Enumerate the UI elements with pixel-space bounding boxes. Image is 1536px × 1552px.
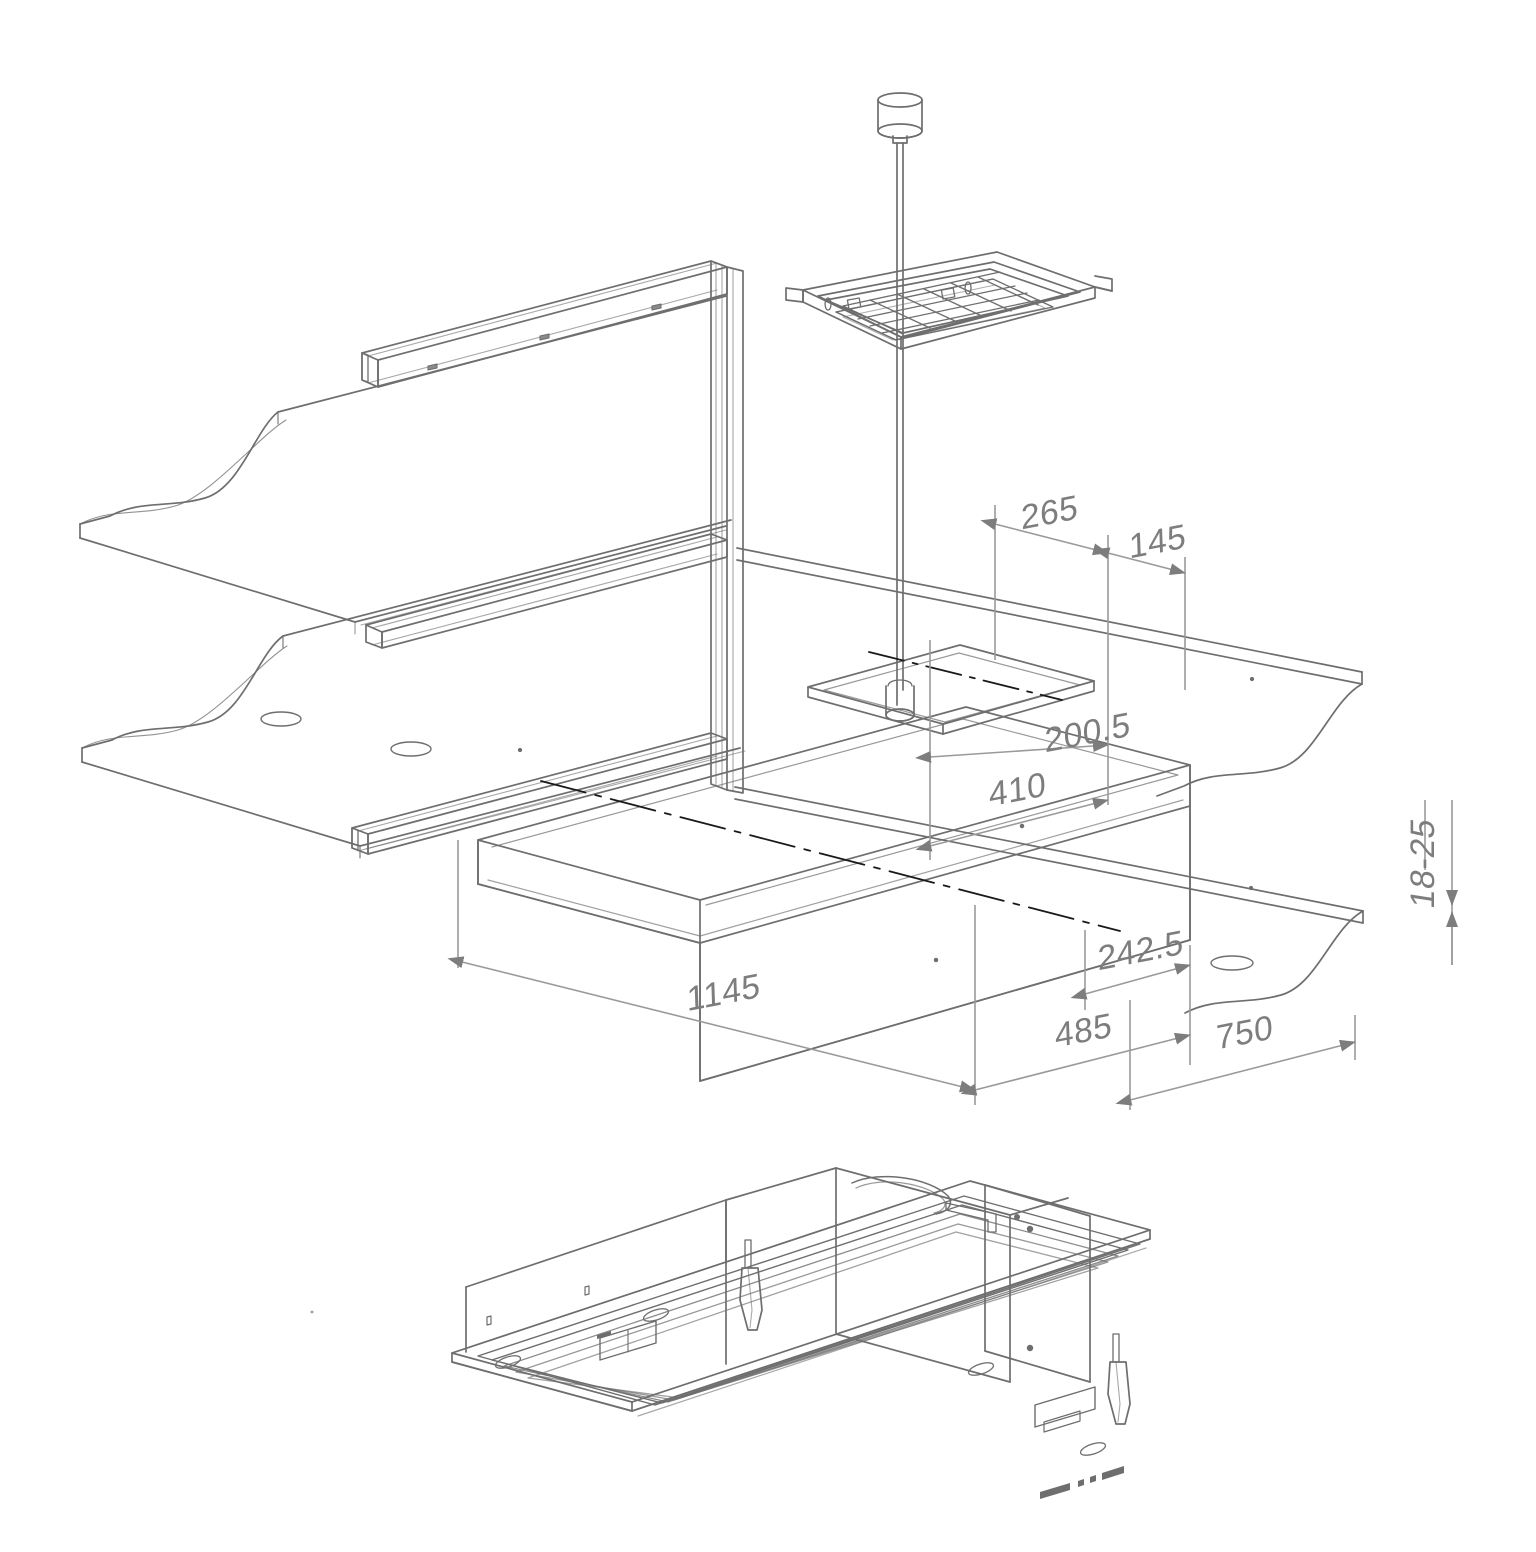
dim-265: 265 [1020, 488, 1078, 537]
duct-outlet [807, 644, 1095, 735]
view-hood-assembly [451, 1167, 1151, 1499]
junction-box [599, 1320, 1096, 1433]
dim-1145: 1145 [686, 967, 761, 1020]
dim-line-242-5 [1070, 963, 1191, 1000]
filter-grid-panel [785, 251, 1113, 350]
dim-line-200-5 [915, 740, 1109, 763]
dim-145: 145 [1128, 517, 1186, 566]
mounting-clip [739, 1239, 1131, 1425]
dim-750: 750 [1215, 1008, 1273, 1057]
dim-line-145 [1093, 547, 1186, 576]
centerline-outlet-transverse [868, 651, 1063, 701]
dimension-lines [447, 505, 1458, 1110]
upper-shelf-panel [79, 295, 727, 635]
dim-line-410 [915, 797, 1109, 852]
control-panel[interactable] [1040, 1466, 1124, 1499]
side-vent-slots [486, 1285, 590, 1326]
suspension-rod [877, 92, 923, 706]
hood-front-fascia [451, 1238, 1151, 1417]
centerline-body-longitudinal [540, 780, 1121, 932]
dim-200-5: 200.5 [1044, 705, 1131, 760]
dim-18-25: 18-25 [1404, 816, 1442, 911]
worktop-panel [734, 547, 1364, 1014]
cabinet-frame [351, 260, 744, 855]
motor-housing [465, 1167, 1091, 1383]
dim-line-265 [980, 518, 1109, 556]
dim-line-1145 [447, 956, 976, 1093]
dim-485: 485 [1054, 1006, 1112, 1055]
hood-frame-fixings [494, 1308, 1107, 1456]
dim-line-750 [1115, 1039, 1356, 1106]
lower-shelf-panel [81, 519, 746, 859]
registration-dot [310, 1310, 314, 1314]
hood-filter-panel [527, 1231, 1099, 1399]
